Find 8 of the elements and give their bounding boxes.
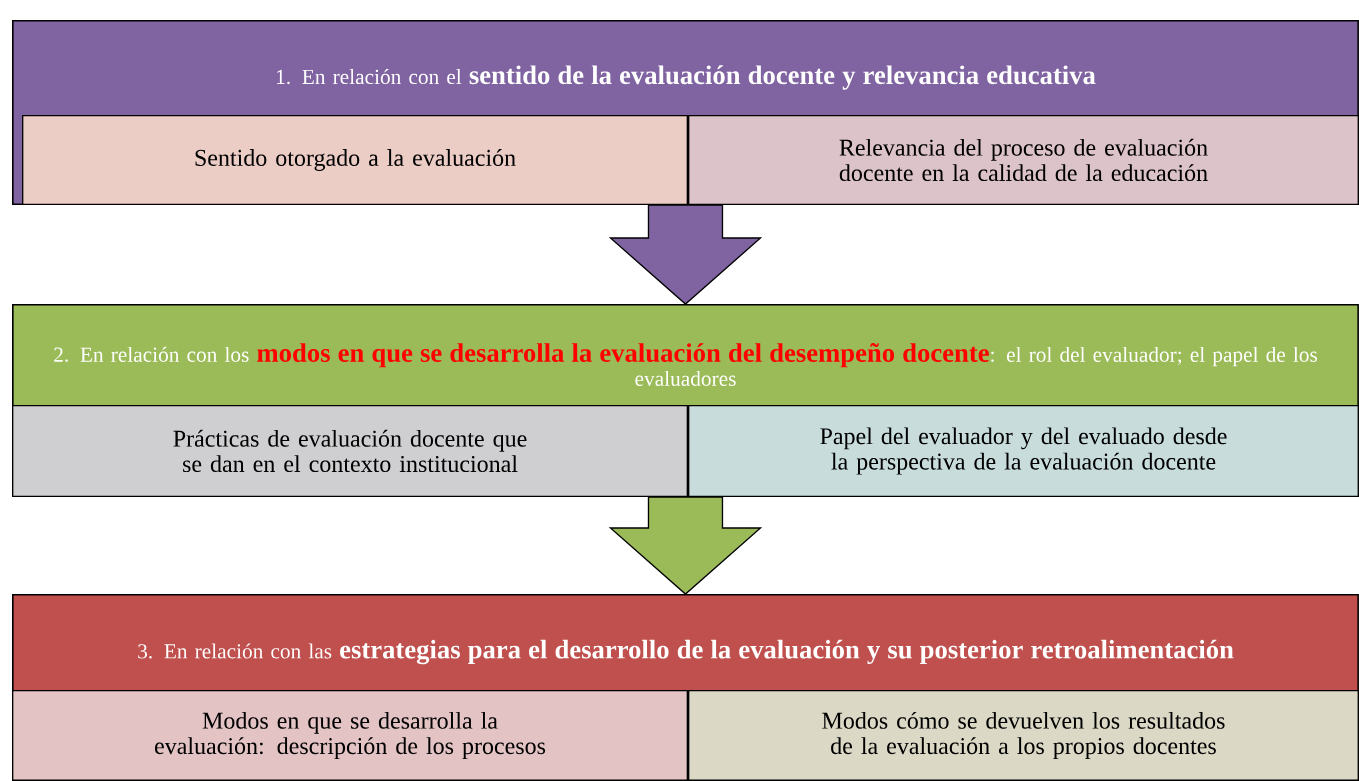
- block-arrow: [608, 204, 763, 305]
- topic-box: Prácticas de evaluación docente que se dan en el contexto institucional: [12, 405, 688, 497]
- topic-box: Modos cómo se devuelven los resultados de la evaluación a los propios docentes: [688, 690, 1359, 781]
- block-arrow: [608, 496, 763, 595]
- topic-box: Sentido otorgado a la evaluación: [22, 115, 688, 205]
- topic-box: Papel del evaluador y del evaluado desde la perspectiva de la evaluación docente: [688, 405, 1359, 497]
- topic-box: Relevancia del proceso de evaluación docente en la calidad de la educación: [688, 115, 1359, 205]
- topic-box: Modos en que se desarrolla la evaluación: descripción de los procesos: [12, 690, 688, 781]
